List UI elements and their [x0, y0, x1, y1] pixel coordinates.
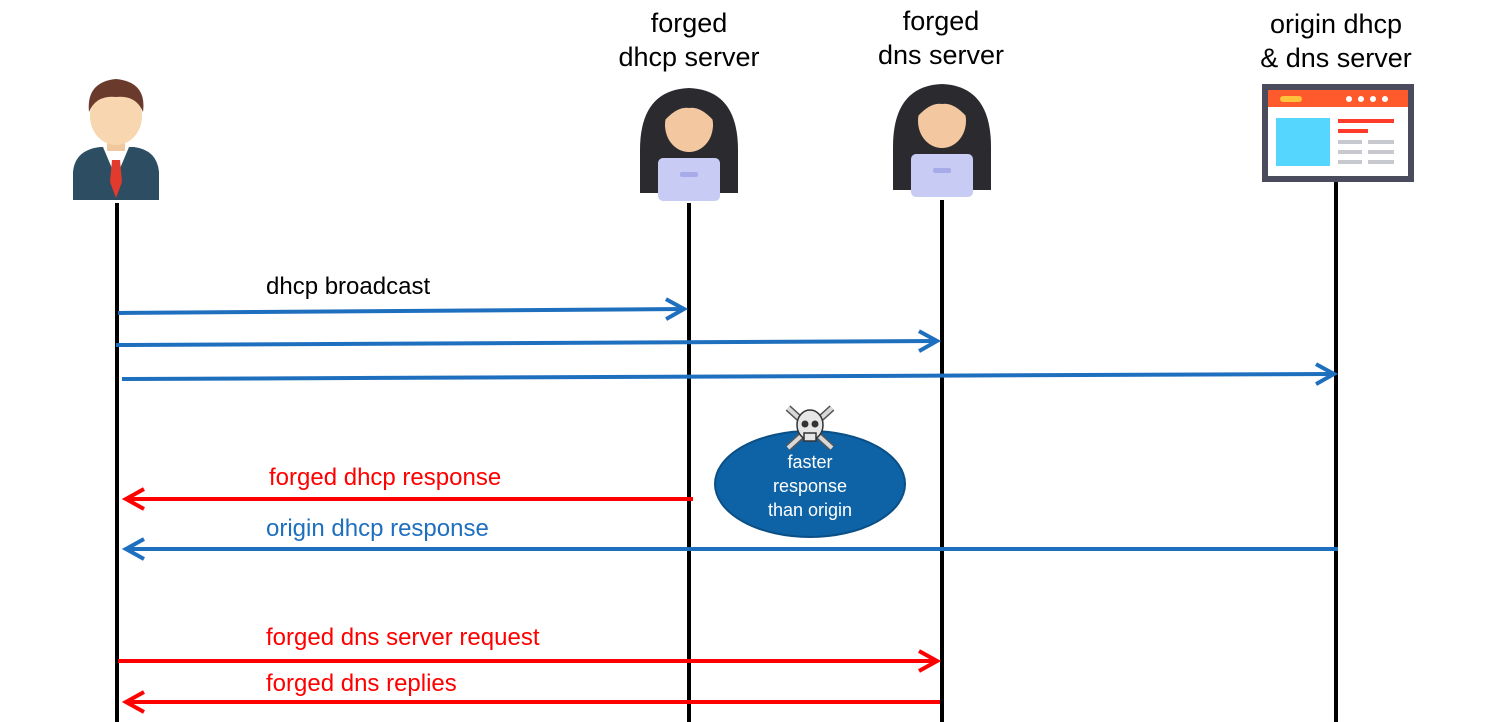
- actor-label-line: forged: [650, 8, 728, 38]
- note-text-line: response: [772, 476, 848, 496]
- message-arrow-dhcp-broadcast-to-forged-dhcp: [117, 309, 684, 313]
- note-text: faster response than origin: [740, 450, 880, 522]
- message-label-forged-dns-request: forged dns server request: [266, 624, 540, 651]
- actor-label-origin: origin dhcp & dns server: [1250, 7, 1422, 75]
- server-browser-window-icon: [1262, 84, 1414, 182]
- message-label-forged-dhcp-response: forged dhcp response: [269, 464, 502, 491]
- note-text-line: than origin: [767, 500, 853, 520]
- hooded-hacker-icon: [893, 84, 991, 197]
- actor-label-line: dhcp server: [618, 42, 760, 72]
- message-label-origin-dhcp-response: origin dhcp response: [266, 515, 489, 542]
- actor-label-line: forged: [902, 6, 980, 36]
- message-arrow-dhcp-broadcast-to-forged-dns: [115, 341, 937, 345]
- hooded-hacker-icon: [640, 88, 738, 201]
- actor-label-forged-dhcp: forged dhcp server: [614, 6, 764, 74]
- actor-label-line: dns server: [877, 40, 1005, 70]
- note-text-line: faster: [787, 452, 833, 472]
- message-arrow-dhcp-broadcast-to-origin: [121, 374, 1334, 379]
- skull-crossbones-icon: [785, 405, 835, 451]
- message-label-forged-dns-replies: forged dns replies: [266, 670, 457, 697]
- businessman-icon: [73, 79, 159, 200]
- actor-label-line: & dns server: [1260, 43, 1412, 73]
- message-label-dhcp-broadcast: dhcp broadcast: [266, 273, 431, 300]
- actor-label-forged-dns: forged dns server: [866, 4, 1016, 72]
- actor-label-line: origin dhcp: [1269, 9, 1403, 39]
